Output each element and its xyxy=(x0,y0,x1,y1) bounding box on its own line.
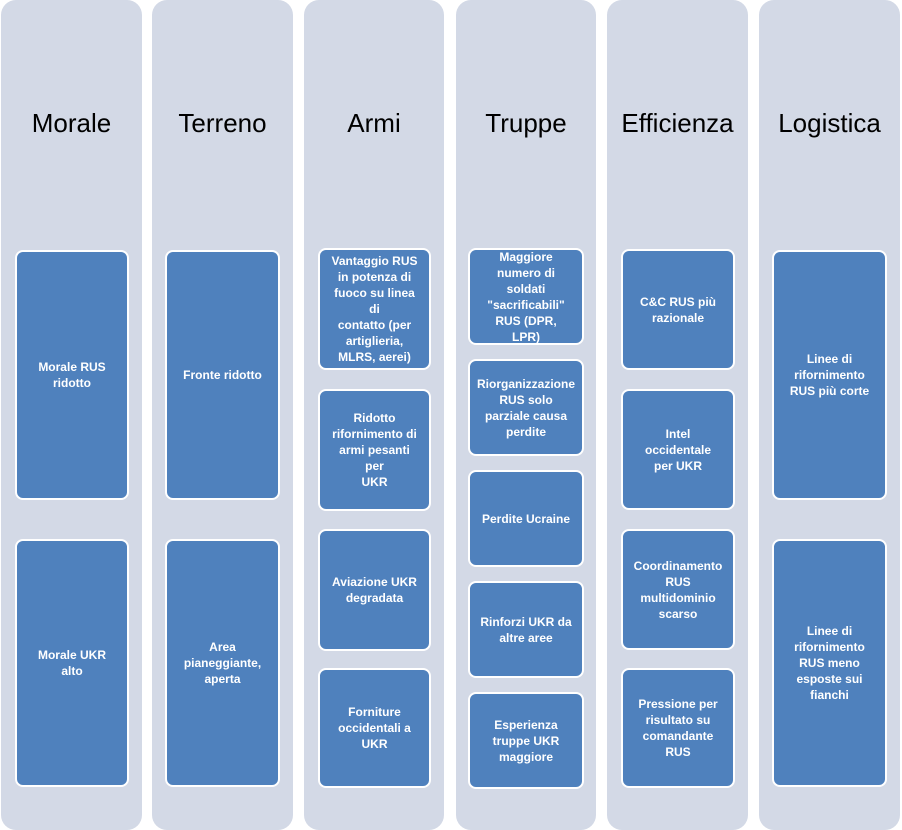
column-title: Efficienza xyxy=(621,108,734,138)
factor-box: Pressione per risultato su comandante RU… xyxy=(621,668,735,788)
column-terreno: Terreno Fronte ridotto Area pianeggiante… xyxy=(152,0,293,830)
factor-box: Ridotto rifornimento di armi pesanti per… xyxy=(318,389,431,511)
factor-box: C&C RUS più razionale xyxy=(621,249,735,370)
factor-box: Forniture occidentali a UKR xyxy=(318,668,431,788)
column-efficienza: Efficienza C&C RUS più razionale Intel o… xyxy=(607,0,748,830)
column-armi: Armi Vantaggio RUS in potenza di fuoco s… xyxy=(304,0,444,830)
column-title: Terreno xyxy=(178,108,267,138)
factor-box: Intel occidentale per UKR xyxy=(621,389,735,510)
factor-box: Linee di rifornimento RUS meno esposte s… xyxy=(772,539,887,787)
factor-box: Maggiore numero di soldati "sacrificabil… xyxy=(468,248,584,345)
column-title: Armi xyxy=(347,108,401,138)
factor-box: Aviazione UKR degradata xyxy=(318,529,431,651)
column-logistica: Logistica Linee di rifornimento RUS più … xyxy=(759,0,900,830)
factor-box: Esperienza truppe UKR maggiore xyxy=(468,692,584,789)
factor-box: Perdite Ucraine xyxy=(468,470,584,567)
factor-box: Rinforzi UKR da altre aree xyxy=(468,581,584,678)
factor-box: Morale UKR alto xyxy=(15,539,129,787)
column-truppe: Truppe Maggiore numero di soldati "sacri… xyxy=(456,0,596,830)
factor-box: Coordinamento RUS multidominio scarso xyxy=(621,529,735,650)
column-title: Morale xyxy=(31,108,112,138)
factor-box: Vantaggio RUS in potenza di fuoco su lin… xyxy=(318,248,431,370)
column-title: Truppe xyxy=(485,108,567,138)
factor-box: Riorganizzazione RUS solo parziale causa… xyxy=(468,359,584,456)
factor-box: Linee di rifornimento RUS più corte xyxy=(772,250,887,500)
factor-box: Morale RUS ridotto xyxy=(15,250,129,500)
factor-box: Fronte ridotto xyxy=(165,250,280,500)
column-morale: Morale Morale RUS ridotto Morale UKR alt… xyxy=(1,0,142,830)
column-title: Logistica xyxy=(778,108,881,138)
factor-box: Area pianeggiante, aperta xyxy=(165,539,280,787)
